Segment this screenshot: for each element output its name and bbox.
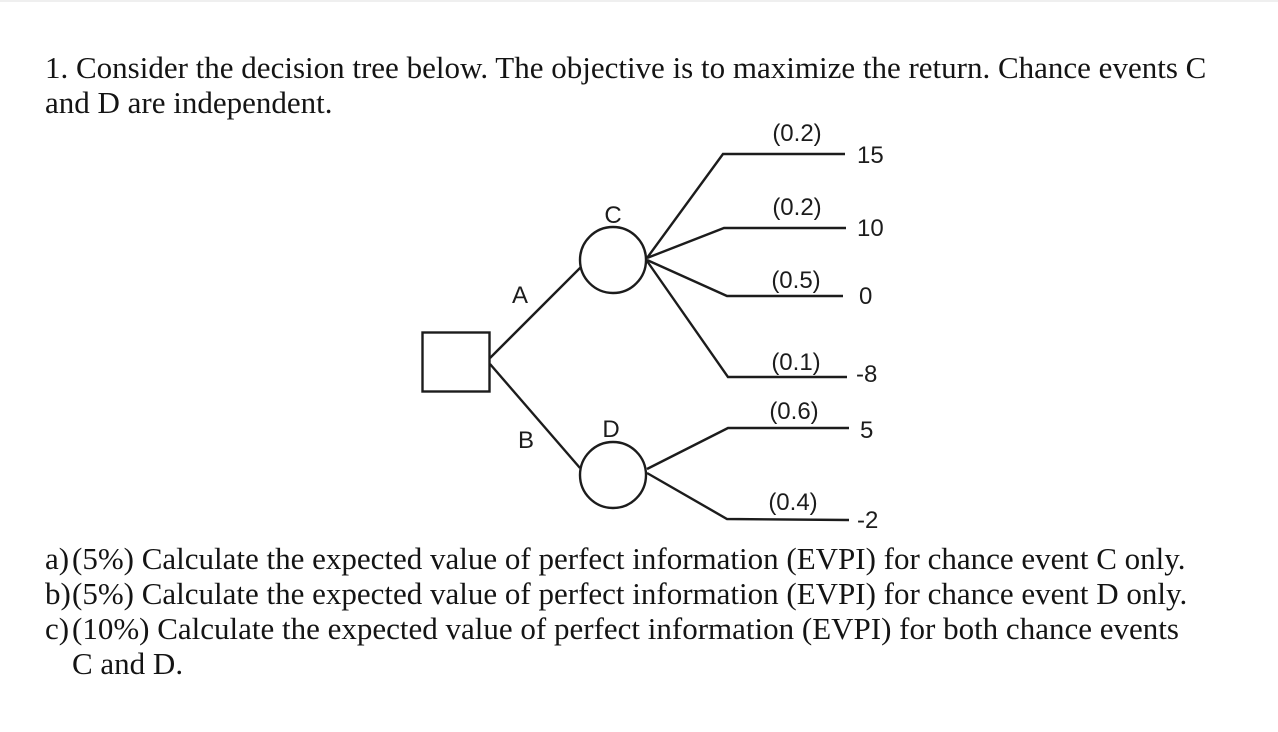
branch-a-label: A (512, 282, 528, 309)
part-a-text: (5%) Calculate the expected value of per… (72, 541, 1186, 576)
part-b-text: (5%) Calculate the expected value of per… (72, 576, 1188, 611)
outcome-line-c2 (646, 226, 846, 260)
probability-label-d2: (0.4) (768, 489, 817, 516)
payoff-value-d1: 5 (860, 417, 873, 444)
part-c-text: (10%) Calculate the expected value of pe… (72, 611, 1179, 681)
part-a-marker: a) (45, 541, 70, 576)
question-statement: 1. Consider the decision tree below. The… (45, 50, 1206, 120)
outcome-line-d1 (646, 426, 849, 471)
payoff-value-c4: -8 (856, 361, 877, 388)
probability-label-c2: (0.2) (772, 194, 821, 221)
branch-b-line (489, 363, 581, 469)
outcome-line-c1 (646, 152, 845, 259)
outcome-line-c4 (646, 260, 847, 379)
probability-label-c1: (0.2) (772, 120, 821, 147)
payoff-value-d2: -2 (857, 507, 878, 534)
question-line-2: and D are independent. (45, 85, 333, 120)
payoff-value-c1: 15 (857, 142, 884, 169)
payoff-value-c3: 0 (859, 283, 872, 310)
probability-label-d1: (0.6) (769, 398, 818, 425)
part-b: b) (5%) Calculate the expected value of … (45, 576, 1187, 611)
question-line-1: 1. Consider the decision tree below. The… (45, 50, 1207, 85)
outcome-line-d2 (646, 471, 850, 522)
part-c-marker: c) (45, 611, 70, 646)
chance-node-d-label: D (602, 416, 619, 443)
question-parts-list: a) (5%) Calculate the expected value of … (45, 541, 1187, 681)
chance-node-c-label: C (604, 202, 621, 229)
outcome-line-c3 (646, 258, 843, 298)
part-c-text-line-1: (10%) Calculate the expected value of pe… (72, 611, 1179, 646)
part-b-marker: b) (45, 576, 71, 611)
page-top-edge (0, 0, 1278, 2)
chance-node-d (578, 440, 648, 510)
part-c: c) (10%) Calculate the expected value of… (45, 611, 1187, 681)
payoff-value-c2: 10 (857, 215, 884, 242)
branch-b-label: B (518, 427, 534, 454)
probability-label-c3: (0.5) (771, 267, 820, 294)
branch-a-line (489, 266, 582, 359)
decision-node-square (421, 331, 491, 393)
probability-label-c4: (0.1) (771, 349, 820, 376)
chance-node-c (578, 225, 648, 295)
part-a: a) (5%) Calculate the expected value of … (45, 541, 1187, 576)
part-c-text-line-2: C and D. (72, 646, 184, 681)
